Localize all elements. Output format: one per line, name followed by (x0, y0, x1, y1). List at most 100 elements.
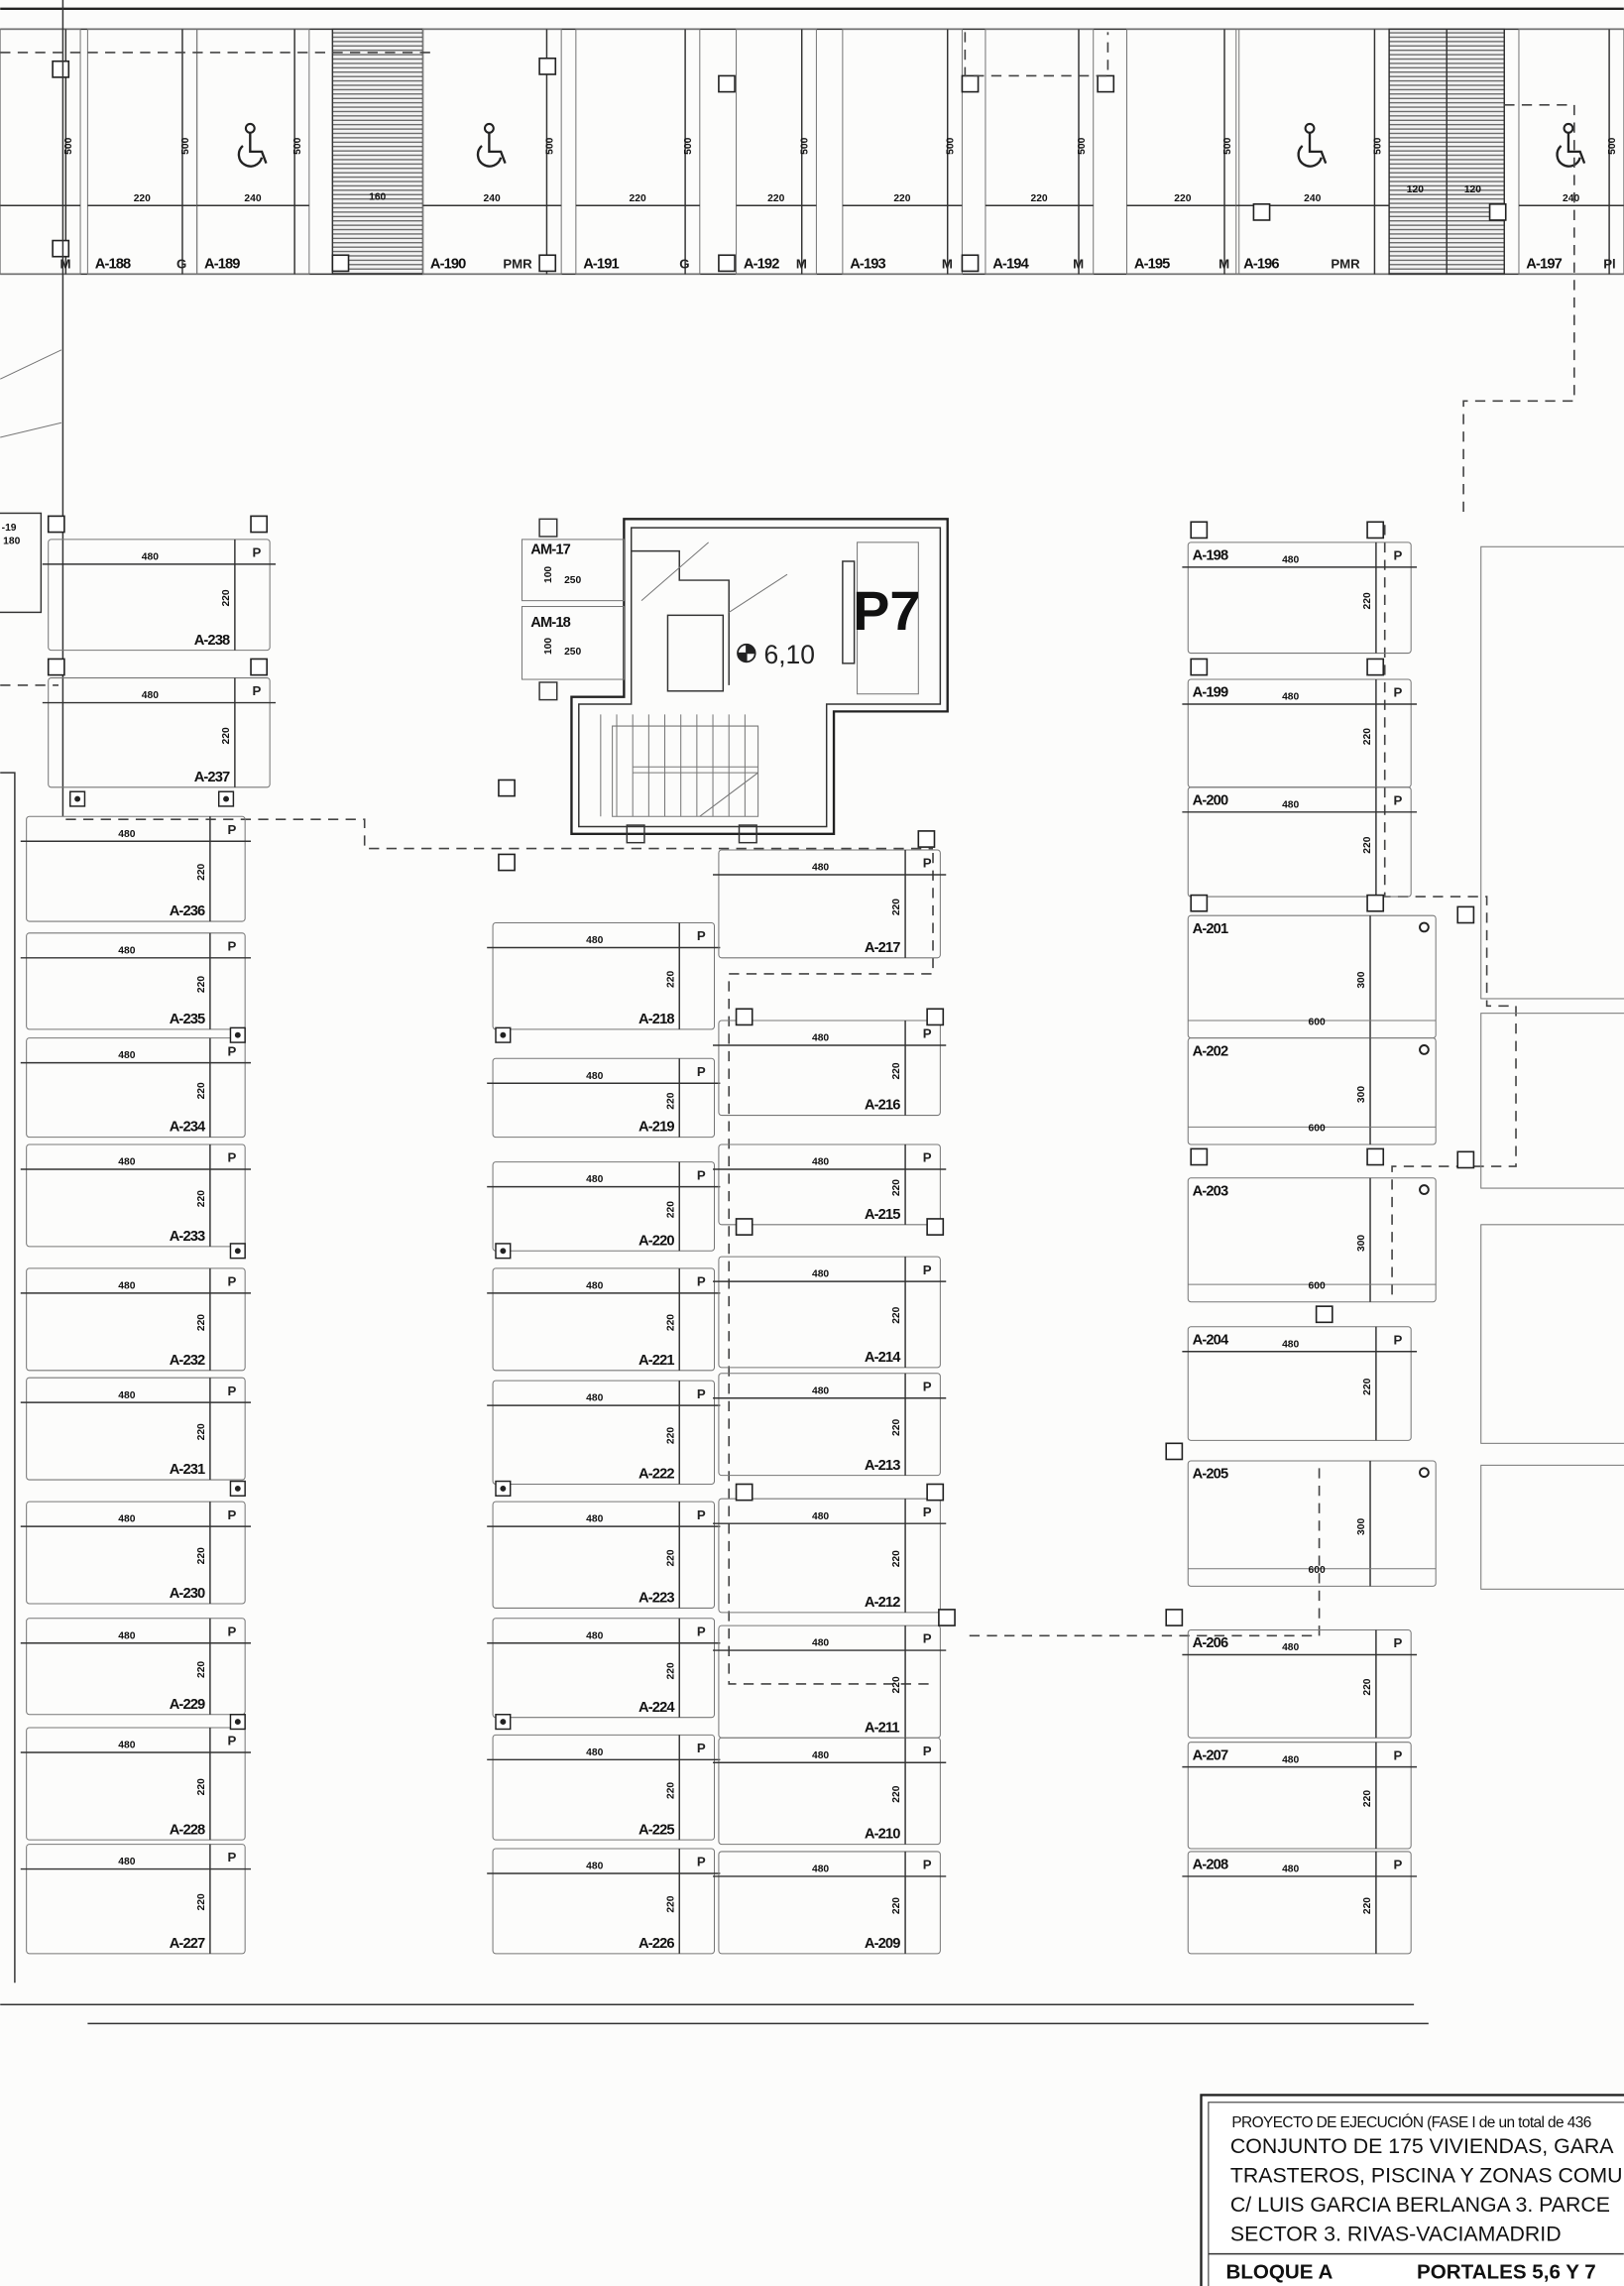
drain-dot (500, 1719, 507, 1726)
column-pillar (718, 254, 736, 273)
column-pillar (1488, 202, 1507, 221)
title-block: PROYECTO DE EJECUCIÓN (FASE I de un tota… (1200, 2094, 1624, 2286)
column-pillar (938, 1609, 956, 1626)
stall-outline (26, 1501, 246, 1605)
stall-width: 480 (1282, 692, 1299, 703)
stall-outline (492, 1267, 716, 1372)
column-pillar (1366, 521, 1385, 540)
column-pillar (538, 681, 558, 701)
stall-label: A-188 (95, 256, 131, 272)
drain-dot (500, 1485, 507, 1492)
stall-label: A-218 (638, 1012, 674, 1027)
stall-depth: 220 (196, 1082, 207, 1099)
stall-width: 480 (1282, 1339, 1299, 1350)
column-pillar (1165, 1609, 1184, 1626)
stall-label: A-212 (865, 1595, 900, 1611)
stall-depth: 220 (891, 899, 902, 915)
stall-width: 480 (118, 829, 135, 840)
column-pillar (1456, 1150, 1475, 1169)
stall-type-tag: PMR (1331, 256, 1360, 271)
column-pillar (47, 515, 65, 534)
icon-part (476, 132, 507, 168)
column-pillar (1366, 658, 1385, 676)
staircase-steps (600, 714, 759, 817)
storage-am-17: AM-17 250 100 (521, 539, 625, 602)
stall-depth: 220 (665, 1782, 676, 1799)
stall-outline (26, 1844, 246, 1955)
stall-label: A-226 (638, 1936, 674, 1952)
stall-type-tag: P (697, 1386, 706, 1401)
column-pillar (735, 1483, 754, 1502)
stall-width: 480 (118, 1857, 135, 1867)
wheelchair-accessible-icon (476, 122, 507, 168)
stall-type-tag: P (923, 1379, 932, 1393)
column-pillar (735, 1008, 754, 1026)
stall-outline (492, 1057, 716, 1139)
stall-depth: 220 (891, 1179, 902, 1196)
stall-type-tag: P (253, 545, 262, 560)
drain-dot (234, 1031, 241, 1038)
storage-width: 250 (564, 575, 581, 586)
stall-label: A-201 (1193, 921, 1228, 937)
stall-label: A-195 (1134, 256, 1170, 272)
stall-width: 240 (244, 193, 261, 204)
icon-part (1556, 132, 1586, 168)
stall-depth: 220 (891, 1676, 902, 1693)
stall-label: A-223 (638, 1591, 674, 1607)
stall-outline (842, 28, 963, 275)
stall-type-tag: P (228, 1734, 237, 1748)
column-pillar (718, 74, 736, 93)
gas-tag-icon (1419, 1467, 1430, 1479)
stall-outline (492, 922, 716, 1030)
edge-storage-fragment: -19 180 (0, 512, 43, 614)
column-pillar (926, 1008, 945, 1026)
stall-outline (26, 815, 246, 922)
drainage-line (1462, 104, 1575, 514)
column-pillar (52, 239, 70, 258)
stall-label: A-233 (170, 1229, 205, 1245)
stall-label: A-235 (170, 1012, 205, 1027)
column-pillar (1315, 1305, 1334, 1324)
stall-type-tag: P (697, 1064, 706, 1079)
stall-depth: 220 (1362, 1790, 1373, 1807)
stall-type-tag: P (923, 1504, 932, 1519)
stall-depth: 220 (891, 1419, 902, 1436)
stall-outline (718, 1851, 941, 1955)
column-pillar (250, 515, 269, 534)
stall-label: A-236 (170, 903, 205, 919)
project-title-line: TRASTEROS, PISCINA Y ZONAS COMU (1230, 2164, 1623, 2188)
gas-tag-icon (1419, 1044, 1430, 1055)
stall-depth: 220 (196, 1547, 207, 1564)
stall-depth: 220 (196, 1423, 207, 1440)
storage-depth: 100 (543, 566, 554, 583)
stall-depth: 220 (196, 976, 207, 993)
stall-label: A-191 (583, 256, 619, 272)
stall-label: A-228 (170, 1822, 205, 1838)
stall-outline (492, 1161, 716, 1252)
column-pillar (538, 518, 558, 538)
stall-outline (718, 1737, 941, 1846)
stall-width: 480 (586, 935, 603, 946)
stall-width: 480 (812, 863, 829, 874)
stall-label: A-208 (1193, 1858, 1228, 1873)
stall-width: 120 (1464, 184, 1481, 195)
stall-depth: 220 (665, 1201, 676, 1218)
column-pillar (1456, 905, 1475, 924)
column-pillar (626, 824, 645, 844)
stall-length: 500 (1607, 137, 1618, 154)
stall-outline (718, 1373, 941, 1477)
stall-width: 480 (1282, 554, 1299, 565)
stall-outline (1187, 541, 1412, 655)
